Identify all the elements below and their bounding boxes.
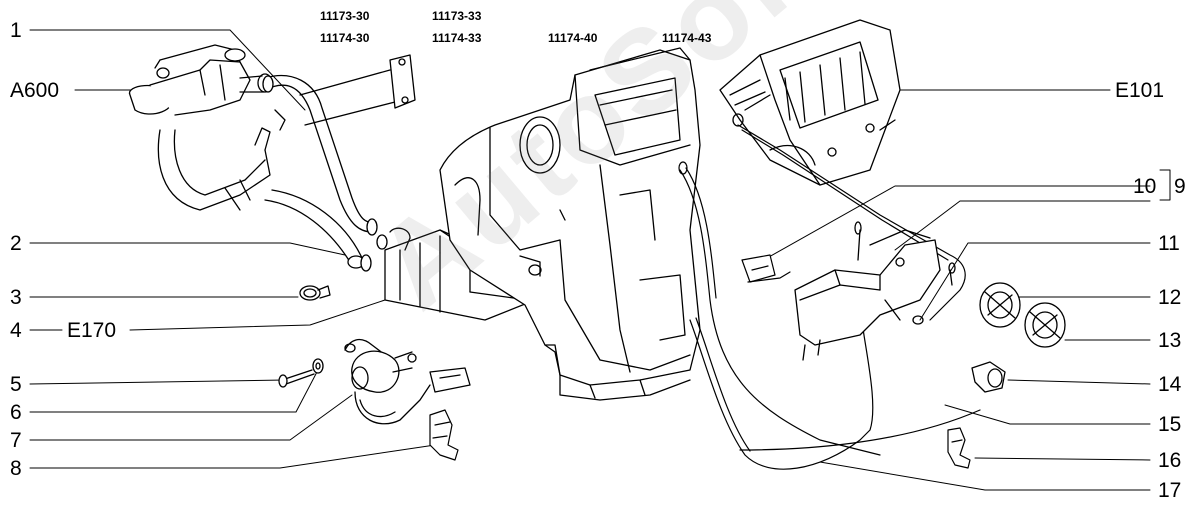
screw-5	[278, 369, 315, 388]
callout-label: 13	[1158, 329, 1182, 352]
knob-14	[971, 361, 1006, 393]
model-codes-col-3: 11174-40	[548, 32, 597, 45]
hose-2	[264, 189, 372, 272]
callout-label: 15	[1158, 413, 1182, 436]
callout-label: 7	[10, 429, 22, 452]
hose-clamp-3	[299, 285, 331, 301]
callout-label: 9	[1174, 175, 1186, 198]
callout-label: 1	[10, 19, 22, 42]
callout-label: 10	[1133, 175, 1157, 198]
hose-1	[262, 74, 378, 236]
callout-label: E170	[67, 319, 117, 342]
bracket-8	[429, 409, 459, 461]
heater-pipe	[299, 54, 416, 126]
model-code: 11173-33	[432, 9, 482, 23]
callout-label: 16	[1158, 449, 1182, 472]
heater-control-unit-9	[794, 221, 956, 361]
heater-tap-7	[344, 338, 471, 425]
callout-label: 6	[10, 401, 22, 424]
callout-label: 2	[10, 232, 22, 255]
heater-tap-a600	[129, 44, 286, 211]
model-code: 11174-43	[662, 31, 712, 45]
knob-13	[1024, 302, 1066, 348]
callout-label: 5	[10, 373, 22, 396]
clip-16	[947, 427, 971, 469]
model-codes-col-2: 11173-33 11174-33	[432, 10, 481, 45]
model-code: 11174-33	[432, 31, 482, 45]
callout-label: 8	[10, 457, 22, 480]
callout-label: 4	[10, 319, 22, 342]
callout-label: E101	[1115, 79, 1165, 102]
switch-10	[741, 254, 791, 283]
control-cables	[678, 124, 981, 470]
washer-6	[312, 358, 324, 374]
knob-12	[979, 282, 1021, 328]
model-code: 11174-40	[548, 31, 598, 45]
model-codes-col-1: 11173-30 11174-30	[320, 10, 369, 45]
callout-label: 17	[1158, 479, 1182, 502]
callout-label: 3	[10, 286, 22, 309]
model-code: 11174-30	[320, 31, 370, 45]
model-codes-col-4: 11174-43	[662, 32, 711, 45]
heater-housing	[439, 47, 701, 401]
callout-label: 14	[1158, 373, 1182, 396]
callout-label: 11	[1158, 232, 1180, 255]
callout-label: A600	[10, 79, 60, 102]
model-code: 11173-30	[320, 9, 370, 23]
callout-label: 12	[1158, 286, 1182, 309]
